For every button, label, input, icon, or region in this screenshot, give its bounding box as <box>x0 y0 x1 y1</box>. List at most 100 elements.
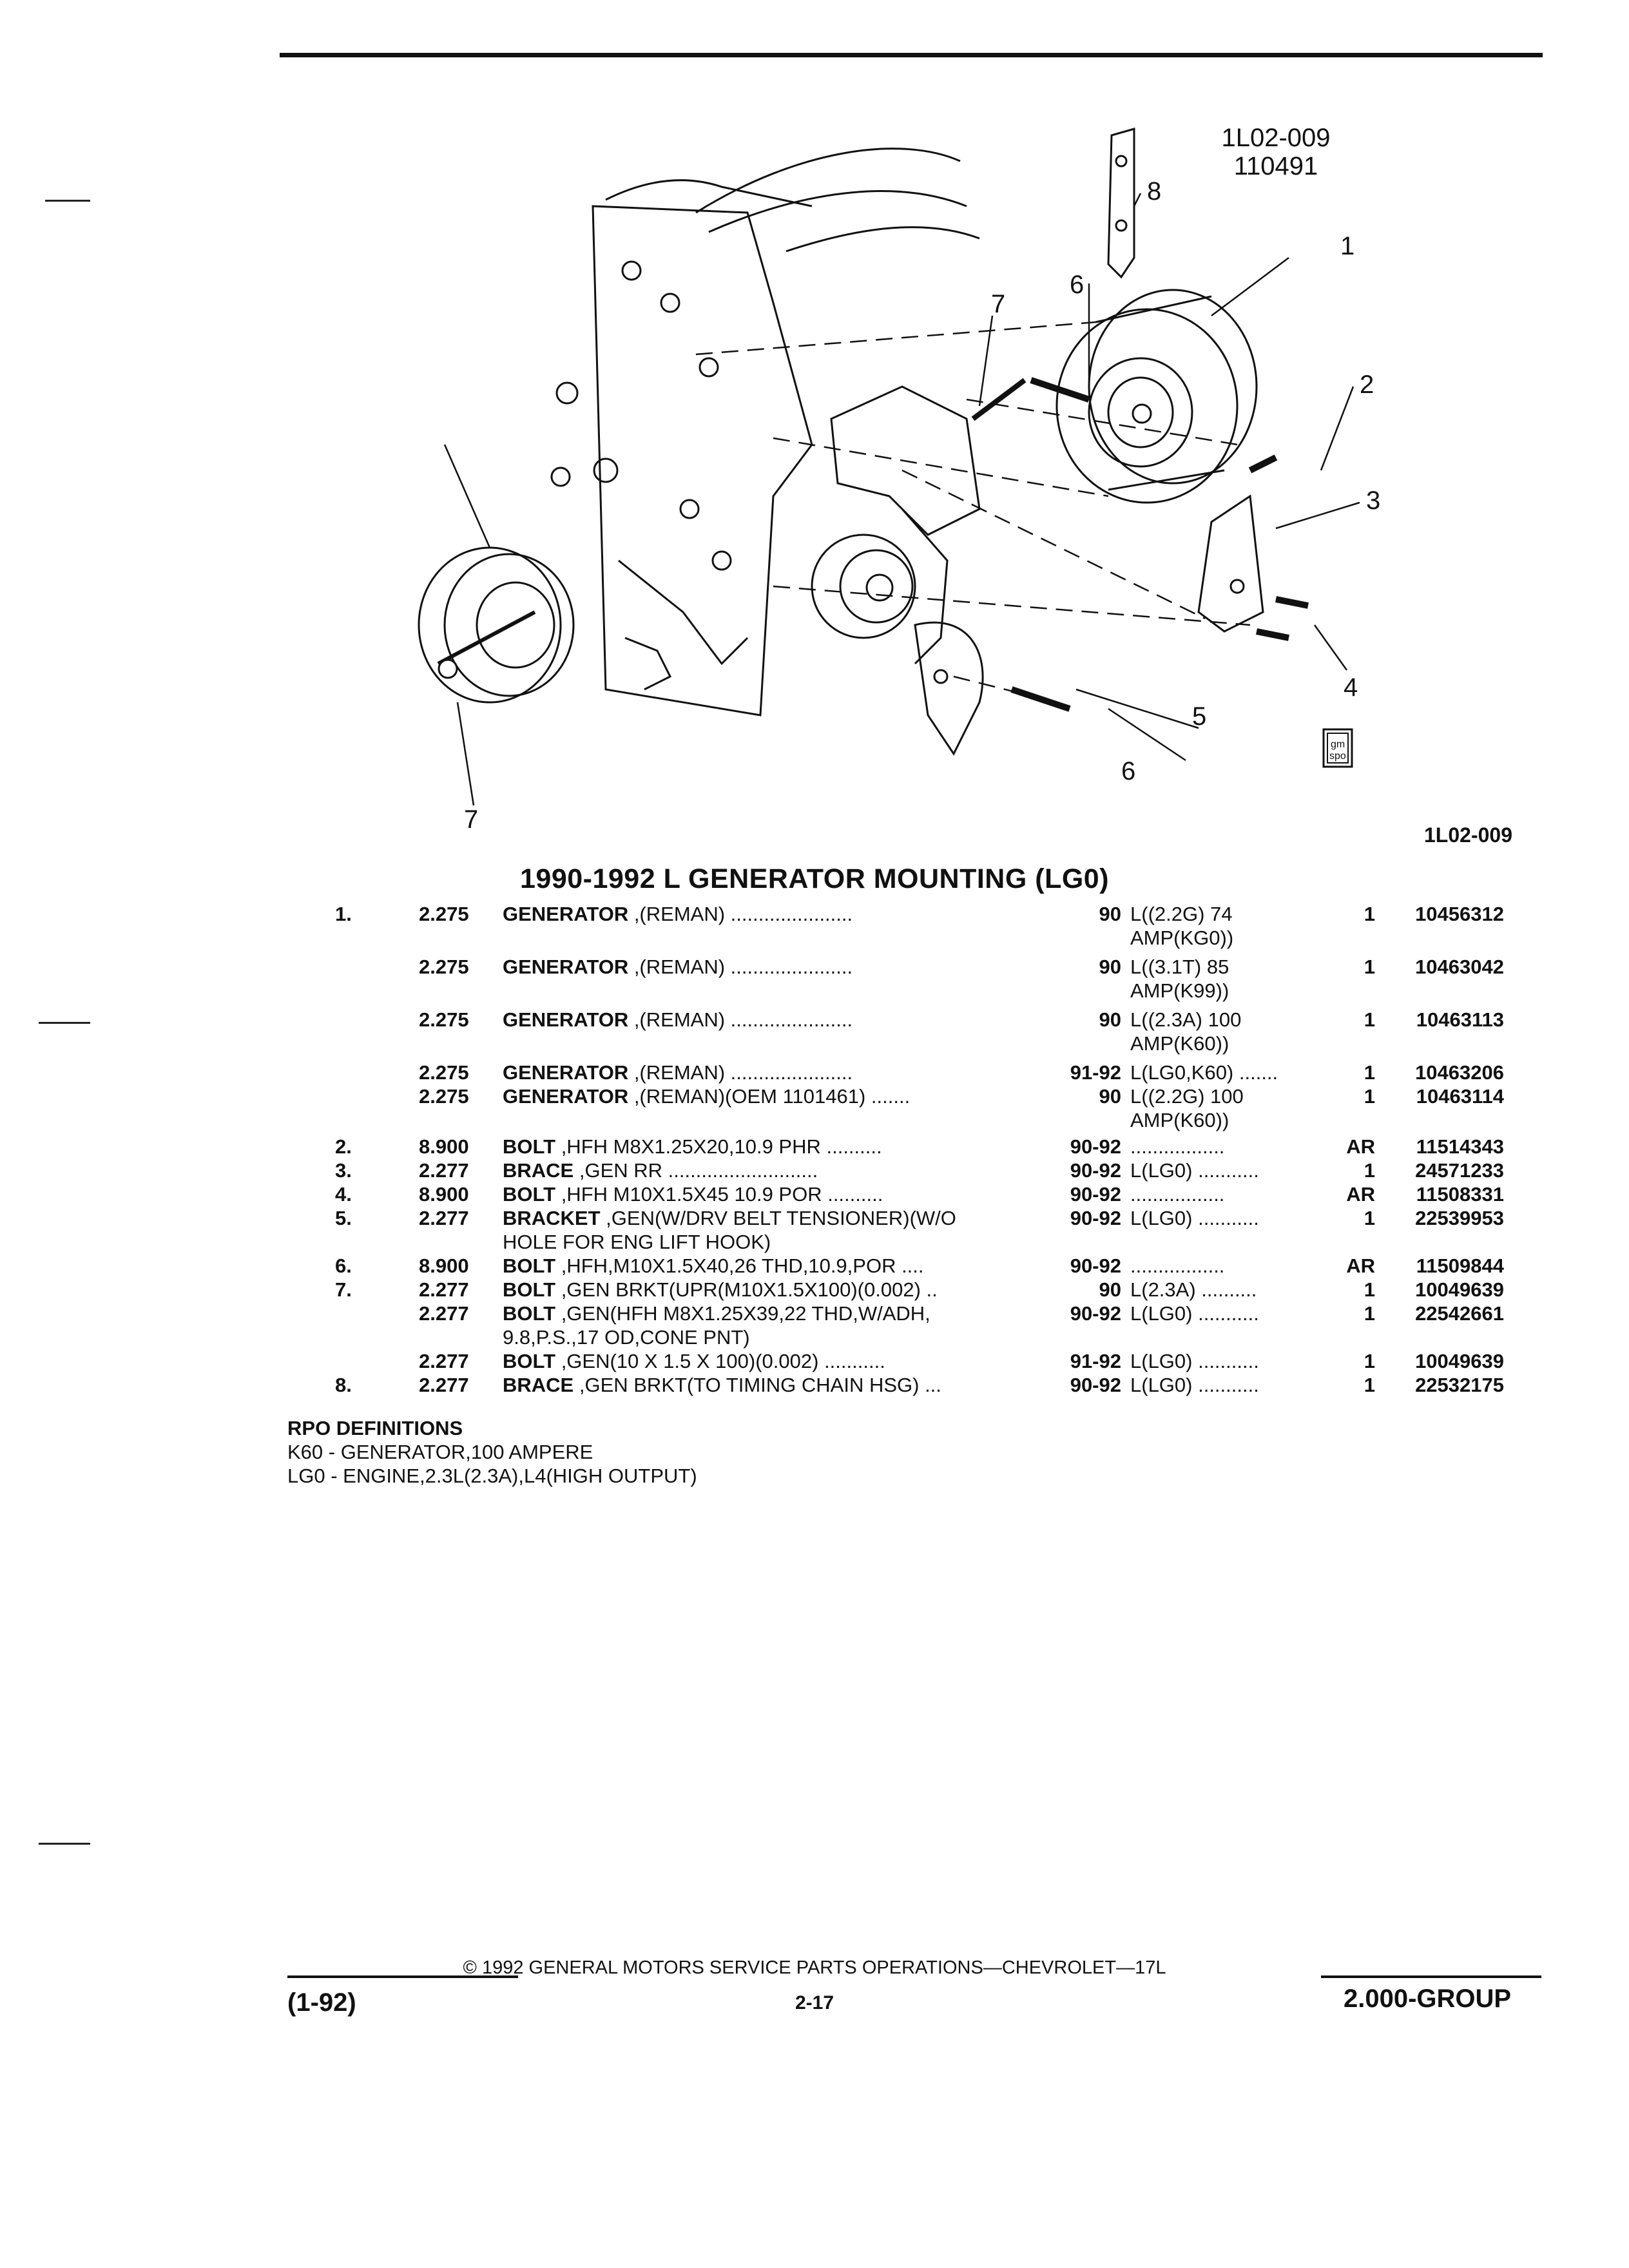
quantity: 1 <box>1364 1008 1375 1031</box>
usage: L((2.2G) 74 AMP(KG0)) <box>1130 903 1234 949</box>
engine-block-drawing <box>550 148 980 716</box>
group-number: 8.900 <box>419 1183 469 1206</box>
part-name: BOLT <box>503 1278 556 1301</box>
part-row: 2.277 BOLT ,GEN(10 X 1.5 X 100)(0.002) ..… <box>335 1349 1547 1373</box>
callout-6-lower: 6 <box>1121 757 1135 785</box>
usage: L(LG0) ........... <box>1130 1302 1259 1325</box>
model-years: 90 <box>1099 903 1121 925</box>
model-years: 90-92 <box>1070 1159 1121 1182</box>
part-detail: ,GEN RR ........................... <box>574 1159 818 1182</box>
model-years: 90 <box>1099 1008 1121 1031</box>
quantity: 1 <box>1364 1350 1375 1372</box>
model-years: 90-92 <box>1070 1135 1121 1158</box>
item-number: 4. <box>335 1183 352 1206</box>
margin-mark <box>45 200 90 202</box>
group-number: 2.275 <box>419 1085 469 1108</box>
model-years: 91-92 <box>1070 1061 1121 1084</box>
part-description: GENERATOR ,(REMAN) .....................… <box>503 955 1044 979</box>
model-years: 90 <box>1099 956 1121 978</box>
crankshaft-pulley-drawing <box>418 546 575 704</box>
part-detail: ,GEN(HFH M8X1.25X39,22 THD,W/ADH, 9.8,P.… <box>503 1302 930 1349</box>
footer-page-number: 2-17 <box>795 1992 834 2013</box>
usage: L(LG0) ........... <box>1130 1350 1259 1372</box>
quantity: 1 <box>1364 1278 1375 1301</box>
part-description: BOLT ,HFH M10X1.5X45 10.9 POR .......... <box>503 1182 1044 1206</box>
part-detail: ,(REMAN)(OEM 1101461) ....... <box>628 1085 911 1108</box>
diagram-id-line2: 110491 <box>1233 152 1318 180</box>
part-description: BOLT ,GEN BRKT(UPR(M10X1.5X100)(0.002) .… <box>503 1278 1044 1302</box>
footer-copyright: © 1992 GENERAL MOTORS SERVICE PARTS OPER… <box>463 1957 1166 1978</box>
callout-numbers: 1 2 3 4 5 6 6 7 7 8 gm spo <box>464 177 1380 834</box>
part-name: GENERATOR <box>503 1085 629 1108</box>
part-description: BRACE ,GEN RR ..........................… <box>503 1158 1044 1182</box>
part-description: BOLT ,GEN(10 X 1.5 X 100)(0.002) .......… <box>503 1349 1044 1373</box>
callout-2: 2 <box>1360 370 1374 399</box>
group-number: 2.277 <box>419 1350 469 1372</box>
part-number: 10456312 <box>1415 903 1504 925</box>
model-years: 90-92 <box>1070 1374 1121 1396</box>
rpo-line-k60: K60 - GENERATOR,100 AMPERE <box>287 1441 593 1463</box>
part-name: BOLT <box>503 1135 556 1158</box>
part-row: 2.277 BOLT ,GEN(HFH M8X1.25X39,22 THD,W/A… <box>335 1302 1547 1349</box>
generator-drawing <box>1055 289 1258 504</box>
item-number: 7. <box>335 1278 352 1301</box>
group-number: 2.277 <box>419 1374 469 1396</box>
part-number: 10463042 <box>1415 956 1504 978</box>
part-name: BOLT <box>503 1302 556 1325</box>
part-description: BRACE ,GEN BRKT(TO TIMING CHAIN HSG) ... <box>503 1373 1044 1397</box>
diagram-code: 1L02-009 <box>1424 823 1512 847</box>
part-detail: ,(REMAN) ...................... <box>628 956 853 978</box>
usage: ................. <box>1130 1135 1225 1158</box>
part-detail: ,(REMAN) ...................... <box>628 903 853 925</box>
part-description: GENERATOR ,(REMAN) .....................… <box>503 1008 1044 1032</box>
part-number: 10049639 <box>1415 1278 1504 1301</box>
rpo-heading: RPO DEFINITIONS <box>287 1417 463 1439</box>
part-detail: ,HFH,M10X1.5X40,26 THD,10.9,POR .... <box>555 1254 924 1277</box>
model-years: 90-92 <box>1070 1302 1121 1325</box>
diagram-id: 1L02-009 110491 <box>1199 124 1353 180</box>
callout-5: 5 <box>1192 702 1206 731</box>
model-years: 90 <box>1099 1085 1121 1108</box>
quantity: 1 <box>1364 1302 1375 1325</box>
part-name: BOLT <box>503 1183 556 1206</box>
part-row: 2.275 GENERATOR ,(REMAN)(OEM 1101461) ...… <box>335 1084 1547 1132</box>
usage: L(LG0,K60) ....... <box>1130 1061 1278 1084</box>
quantity: AR <box>1346 1135 1375 1158</box>
item-number: 1. <box>335 903 352 925</box>
group-number: 2.275 <box>419 1061 469 1084</box>
quantity: AR <box>1346 1183 1375 1206</box>
leader-lines <box>443 193 1360 806</box>
generator-brace-drawing <box>1197 494 1264 633</box>
model-years: 90-92 <box>1070 1183 1121 1206</box>
part-number: 22532175 <box>1415 1374 1504 1396</box>
callout-8: 8 <box>1147 177 1161 206</box>
group-number: 2.275 <box>419 903 469 925</box>
part-detail: ,HFH M8X1.25X20,10.9 PHR .......... <box>555 1135 882 1158</box>
part-description: BRACKET ,GEN(W/DRV BELT TENSIONER)(W/O H… <box>503 1206 1044 1254</box>
usage: L((3.1T) 85 AMP(K99)) <box>1130 956 1229 1002</box>
part-description: BOLT ,GEN(HFH M8X1.25X39,22 THD,W/ADH, 9… <box>503 1302 1044 1349</box>
callout-6-upper: 6 <box>1070 271 1084 299</box>
part-row: 4. 8.900 BOLT ,HFH M10X1.5X45 10.9 POR ...… <box>335 1182 1547 1206</box>
rpo-definitions: RPO DEFINITIONS K60 - GENERATOR,100 AMPE… <box>287 1416 697 1488</box>
group-number: 2.277 <box>419 1159 469 1182</box>
part-detail: ,GEN BRKT(TO TIMING CHAIN HSG) ... <box>574 1374 941 1396</box>
callout-3: 3 <box>1366 486 1380 515</box>
timing-chain-brace-drawing <box>1107 128 1135 279</box>
group-number: 2.277 <box>419 1302 469 1325</box>
part-detail: ,GEN(W/DRV BELT TENSIONER)(W/O HOLE FOR … <box>503 1207 956 1253</box>
part-detail: ,GEN(10 X 1.5 X 100)(0.002) ........... <box>555 1350 885 1372</box>
part-detail: ,GEN BRKT(UPR(M10X1.5X100)(0.002) .. <box>555 1278 938 1301</box>
model-years: 90-92 <box>1070 1207 1121 1229</box>
diagram-id-line1: 1L02-009 <box>1221 124 1331 152</box>
footer-rule-left <box>287 1975 518 1978</box>
part-detail: ,HFH M10X1.5X45 10.9 POR .......... <box>555 1183 883 1206</box>
rpo-line-lg0: LG0 - ENGINE,2.3L(2.3A),L4(HIGH OUTPUT) <box>287 1465 697 1487</box>
usage: ................. <box>1130 1183 1225 1206</box>
